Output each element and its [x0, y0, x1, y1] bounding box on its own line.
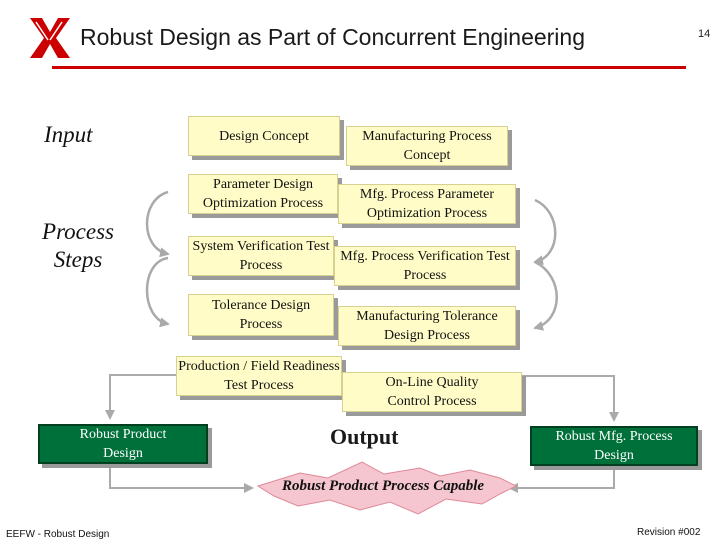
mfg-verification-label: Mfg. Process Verification Test Process	[340, 249, 510, 283]
tolerance-design-label: Tolerance Design Process	[211, 298, 311, 332]
design-concept-box: Design Concept	[188, 116, 340, 156]
robust-product-design-label: Robust Product Design	[79, 427, 167, 461]
system-verification-box: System Verification Test Process	[188, 236, 334, 276]
mfg-tolerance-design-label: Manufacturing Tolerance Design Process	[356, 309, 498, 343]
robust-mfg-process-design-label: Robust Mfg. Process Design	[555, 429, 673, 463]
output-starburst	[256, 461, 518, 515]
footer-left: EEFW - Robust Design	[6, 529, 110, 540]
robust-product-design-box: Robust Product Design	[38, 424, 208, 464]
robust-product-process-capable-label: Robust Product Process Capable	[281, 478, 485, 494]
mfg-tolerance-design-box: Manufacturing Tolerance Design Process	[338, 306, 516, 346]
page-number: 14	[698, 28, 711, 40]
manufacturing-process-concept-label: Manufacturing Process Concept	[362, 129, 492, 163]
production-readiness-label: Production / Field Readiness Test Proces…	[178, 359, 340, 393]
mfg-verification-box: Mfg. Process Verification Test Process	[334, 246, 516, 286]
mfg-parameter-optimization-label: Mfg. Process Parameter Optimization Proc…	[359, 187, 495, 221]
loop-arrow-right-upper	[533, 198, 557, 266]
loop-arrow-left-upper	[145, 190, 170, 258]
input-label: Input	[44, 122, 93, 147]
loop-arrow-left-lower	[145, 256, 170, 328]
output-line-left	[109, 462, 254, 493]
production-readiness-box: Production / Field Readiness Test Proces…	[176, 356, 342, 396]
feedback-line-right	[522, 375, 619, 422]
loop-arrow-right-lower	[533, 260, 558, 331]
title-divider	[52, 66, 686, 69]
output-label: Output	[330, 424, 399, 449]
manufacturing-process-concept-box: Manufacturing Process Concept	[346, 126, 508, 166]
online-quality-control-label: On-Line Quality Control Process	[385, 375, 479, 409]
system-verification-label: System Verification Test Process	[192, 239, 330, 273]
page-title: Robust Design as Part of Concurrent Engi…	[80, 24, 586, 50]
footer-right: Revision #002	[637, 527, 701, 538]
parameter-design-label: Parameter Design Optimization Process	[202, 177, 324, 211]
output-line-right	[508, 462, 615, 493]
feedback-line-left	[105, 374, 178, 420]
company-logo-x-icon	[30, 18, 70, 58]
parameter-design-box: Parameter Design Optimization Process	[188, 174, 338, 214]
tolerance-design-box: Tolerance Design Process	[188, 294, 334, 336]
robust-mfg-process-design-box: Robust Mfg. Process Design	[530, 426, 698, 466]
online-quality-control-box: On-Line Quality Control Process	[342, 372, 522, 412]
design-concept-label: Design Concept	[219, 128, 309, 144]
mfg-parameter-optimization-box: Mfg. Process Parameter Optimization Proc…	[338, 184, 516, 224]
process-steps-label: Process Steps	[42, 219, 114, 272]
